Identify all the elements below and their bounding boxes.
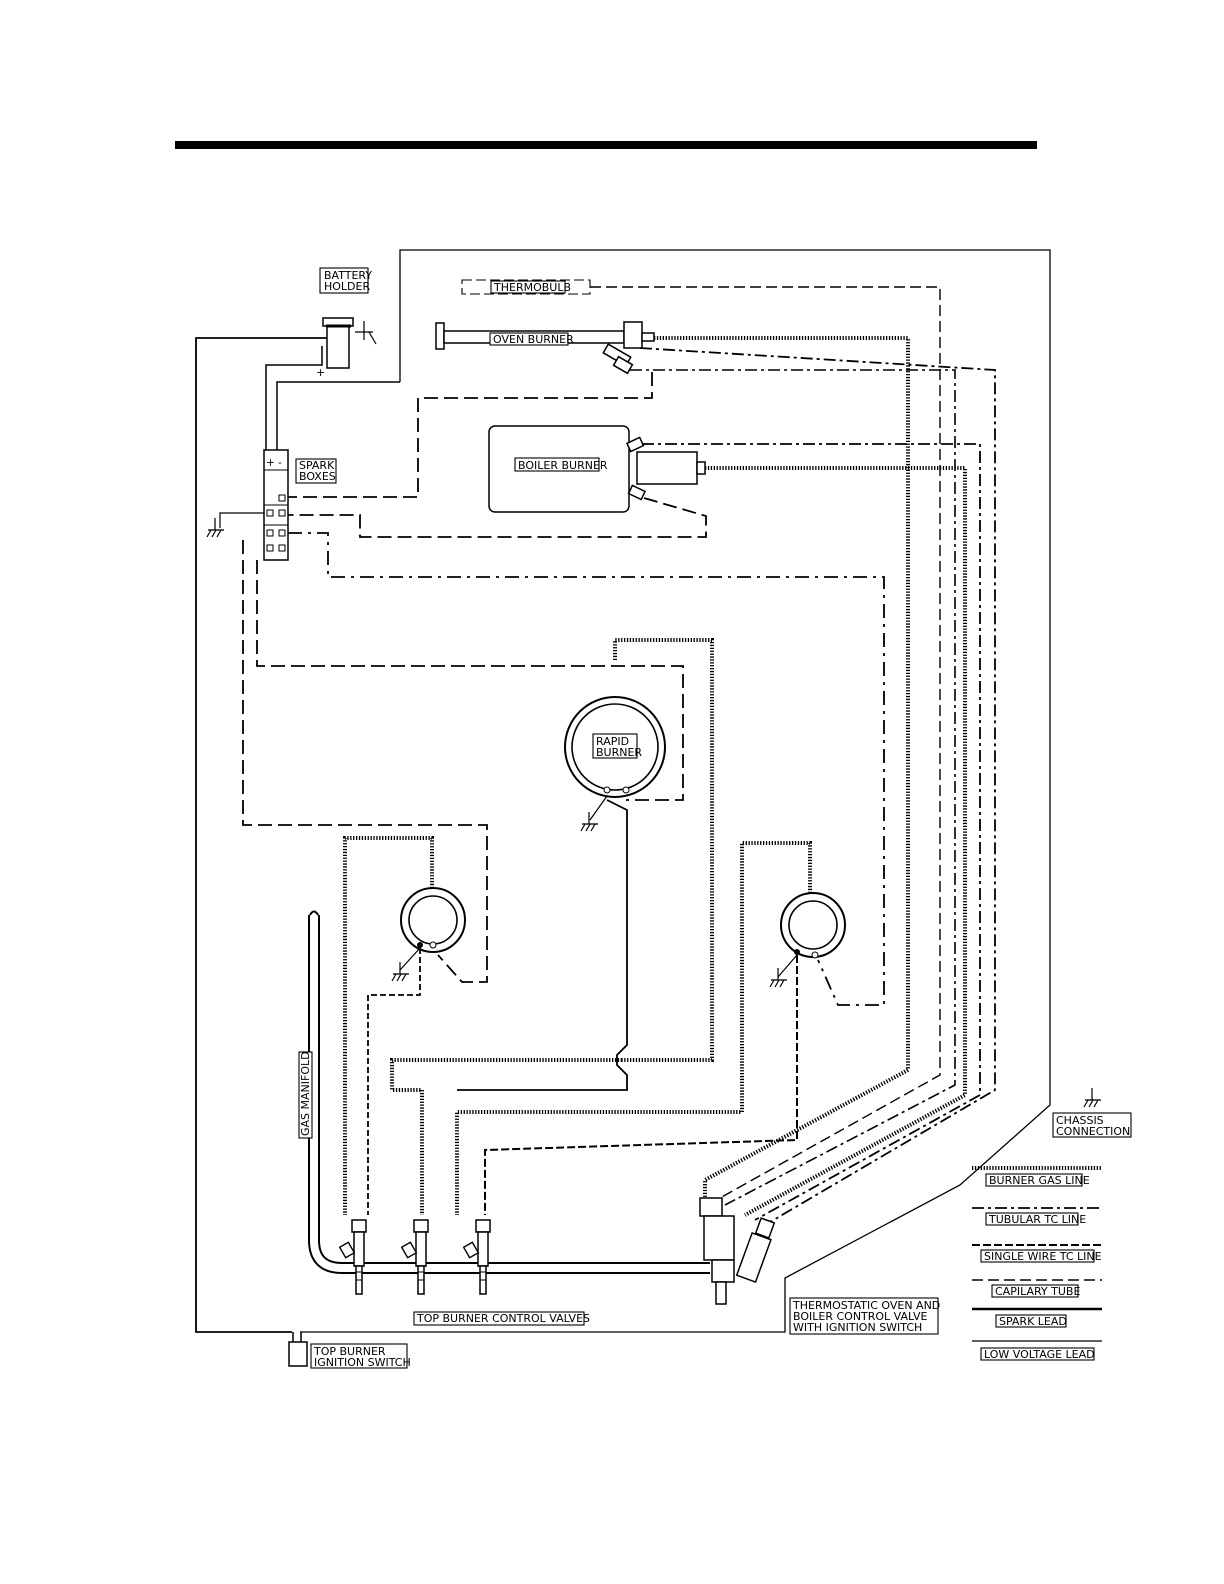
oven-burner bbox=[435, 321, 655, 375]
svg-text:THERMOSTATIC OVEN AND: THERMOSTATIC OVEN AND bbox=[792, 1299, 940, 1312]
svg-text:BOXES: BOXES bbox=[299, 470, 336, 483]
header-rule bbox=[175, 141, 1037, 149]
svg-text:BURNER GAS LINE: BURNER GAS LINE bbox=[989, 1174, 1090, 1187]
legend-item-spark-lead: SPARK LEAD bbox=[972, 1307, 1102, 1328]
boiler-tc-line bbox=[642, 443, 981, 1221]
left-burner-ground-lead bbox=[399, 947, 421, 971]
svg-text:SPARK: SPARK bbox=[299, 459, 335, 472]
legend-item-low-voltage: LOW VOLTAGE LEAD bbox=[972, 1340, 1102, 1361]
rapid-burner-tc-line bbox=[457, 799, 628, 1091]
battery-holder-label: BATTERY HOLDER bbox=[319, 267, 372, 294]
oven-tc-line bbox=[630, 369, 956, 1206]
oven-burner-gas-line bbox=[654, 336, 910, 1205]
right-burner-ground-icon bbox=[769, 967, 788, 988]
svg-text:GAS MANIFOLD: GAS MANIFOLD bbox=[299, 1051, 312, 1136]
thermobulb: THERMOBULB bbox=[461, 279, 591, 295]
legend-item-tubular-tc: TUBULAR TC LINE bbox=[972, 1207, 1102, 1226]
control-valve-1 bbox=[338, 1219, 367, 1295]
right-burner-ground-lead bbox=[777, 954, 798, 978]
spark-boxes-label: SPARK BOXES bbox=[295, 458, 337, 484]
svg-text:BATTERY: BATTERY bbox=[324, 269, 372, 282]
oven-spark-lead bbox=[288, 372, 653, 498]
svg-text:SPARK LEAD: SPARK LEAD bbox=[999, 1315, 1067, 1328]
battery-holder bbox=[322, 317, 377, 369]
svg-text:BOILER BURNER: BOILER BURNER bbox=[518, 459, 608, 472]
thermostatic-control-valve bbox=[699, 1197, 776, 1305]
svg-text:CHASSIS: CHASSIS bbox=[1056, 1114, 1104, 1127]
svg-text:OVEN BURNER: OVEN BURNER bbox=[493, 333, 574, 346]
control-valve-3 bbox=[462, 1219, 491, 1295]
gas-manifold bbox=[308, 910, 710, 1274]
rapid-burner-label: RAPID BURNER bbox=[592, 733, 642, 759]
legend-item-capillary: CAPILARY TUBE bbox=[972, 1279, 1102, 1298]
chassis-frame-line bbox=[300, 249, 1051, 1333]
svg-text:TUBULAR TC LINE: TUBULAR TC LINE bbox=[988, 1213, 1086, 1226]
ignition-switch-label: TOP BURNER IGNITION SWITCH bbox=[310, 1343, 411, 1369]
left-small-burner bbox=[400, 887, 466, 953]
top-burner-control-valves-label: TOP BURNER CONTROL VALVES bbox=[413, 1311, 590, 1326]
boiler-burner-label: BOILER BURNER bbox=[514, 457, 608, 472]
svg-text:LOW VOLTAGE LEAD: LOW VOLTAGE LEAD bbox=[984, 1348, 1095, 1361]
svg-text:IGNITION SWITCH: IGNITION SWITCH bbox=[314, 1356, 411, 1369]
svg-text:CONNECTION: CONNECTION bbox=[1056, 1125, 1130, 1138]
rapid-burner-ground-lead bbox=[589, 795, 608, 821]
gas-manifold-label: GAS MANIFOLD bbox=[298, 1051, 313, 1139]
left-burner-tc-line bbox=[367, 948, 421, 1215]
oven-burner-label: OVEN BURNER bbox=[489, 332, 574, 346]
svg-text:CAPILARY TUBE: CAPILARY TUBE bbox=[995, 1285, 1080, 1298]
left-burner-ground-icon bbox=[391, 961, 410, 982]
rapid-burner-spark-lead bbox=[256, 560, 684, 801]
rapid-burner-gas-line bbox=[613, 638, 714, 1062]
oven-tubular-tc-line bbox=[639, 347, 996, 1226]
legend-item-single-wire-tc: SINGLE WIRE TC LINE bbox=[972, 1244, 1102, 1263]
right-burner-spark-lead bbox=[288, 532, 885, 1006]
svg-text:WITH IGNITION SWITCH: WITH IGNITION SWITCH bbox=[793, 1321, 922, 1334]
legend: BURNER GAS LINE TUBULAR TC LINE SINGLE W… bbox=[972, 1166, 1102, 1361]
capillary-tube bbox=[590, 286, 941, 1199]
boiler-spark-lead bbox=[288, 497, 707, 538]
svg-text:HOLDER: HOLDER bbox=[324, 280, 370, 293]
low-voltage-lead-spark-2 bbox=[276, 381, 400, 452]
svg-text:TOP BURNER CONTROL VALVES: TOP BURNER CONTROL VALVES bbox=[416, 1312, 590, 1325]
left-burner-gas-line bbox=[343, 836, 434, 1215]
spark-box-ground-lead bbox=[219, 512, 264, 528]
svg-text:TOP BURNER: TOP BURNER bbox=[313, 1345, 386, 1358]
battery-plus-sign: + bbox=[316, 366, 325, 379]
right-burner-gas-line bbox=[455, 841, 812, 1215]
control-valve-2 bbox=[400, 1219, 429, 1295]
svg-text:BOILER CONTROL VALVE: BOILER CONTROL VALVE bbox=[793, 1310, 927, 1323]
chassis-connection-icon bbox=[1083, 1087, 1102, 1108]
spark-boxes bbox=[263, 449, 289, 561]
spark-box-polarity: + - bbox=[266, 457, 282, 469]
svg-text:SINGLE WIRE TC LINE: SINGLE WIRE TC LINE bbox=[984, 1250, 1102, 1263]
low-voltage-lead-battery bbox=[195, 337, 330, 1333]
thermostatic-valve-label: THERMOSTATIC OVEN AND BOILER CONTROL VAL… bbox=[789, 1297, 940, 1335]
svg-text:THERMOBULB: THERMOBULB bbox=[493, 281, 571, 294]
rapid-burner-ground-icon bbox=[580, 811, 599, 832]
top-burner-ignition-switch bbox=[288, 1332, 308, 1367]
left-burner-spark-lead bbox=[242, 540, 488, 983]
right-burner-tc-line bbox=[484, 955, 798, 1215]
svg-text:BURNER: BURNER bbox=[596, 746, 642, 759]
chassis-connection-label: CHASSIS CONNECTION bbox=[1052, 1112, 1132, 1138]
center-valve-gas-line bbox=[390, 1058, 622, 1215]
svg-text:RAPID: RAPID bbox=[596, 735, 629, 748]
low-voltage-lead-spark-1 bbox=[265, 346, 323, 452]
boiler-gas-line bbox=[705, 466, 967, 1217]
legend-item-burner-gas: BURNER GAS LINE bbox=[972, 1166, 1102, 1187]
right-small-burner bbox=[780, 892, 846, 959]
spark-box-ground-icon bbox=[206, 517, 225, 538]
